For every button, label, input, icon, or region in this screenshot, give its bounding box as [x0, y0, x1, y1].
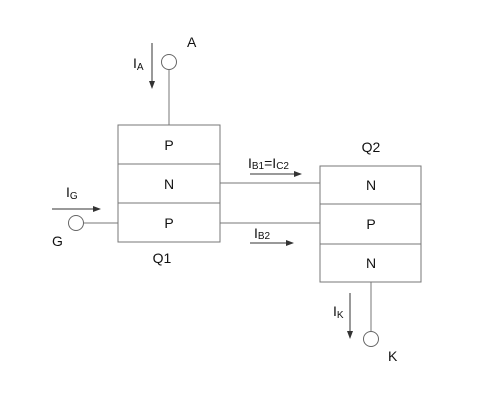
anode-node: [161, 54, 177, 70]
cathode-terminal: K: [363, 282, 398, 364]
q1-layer-n: [117, 163, 221, 204]
ig-sub: G: [70, 191, 78, 202]
q2-layer-n-top: [319, 165, 422, 205]
ib1-sub: B1: [252, 161, 265, 172]
q1-layer-p-bottom: [117, 202, 221, 243]
q1-label: Q1: [153, 250, 172, 266]
ib1-main: I: [248, 155, 252, 171]
ik-label: IK: [333, 303, 344, 321]
ia-sub: A: [137, 62, 144, 73]
ic2-sub: C2: [276, 161, 289, 172]
ia-label: IA: [133, 55, 144, 73]
ig-main: I: [66, 184, 70, 200]
ig-label: IG: [66, 184, 78, 202]
q2-layer-0-label: N: [366, 177, 376, 193]
ik-main: I: [333, 303, 337, 319]
gate-label: G: [52, 233, 63, 249]
q1-block: P N P Q1: [117, 124, 221, 266]
ib1-eq: =I: [264, 155, 276, 171]
ik-sub: K: [337, 310, 344, 321]
ib2-sub: B2: [258, 231, 271, 242]
q1-layer-1-label: N: [164, 176, 174, 192]
ib1-ic2-label: IB1=IC2: [248, 155, 289, 172]
gate-terminal: G: [52, 215, 118, 249]
q2-layer-n-bottom: [319, 243, 422, 283]
ib2-main: I: [254, 225, 258, 241]
q1-layer-p-top: [117, 124, 221, 165]
anode-label: A: [187, 34, 197, 50]
q2-layer-1-label: P: [366, 216, 375, 232]
ia-main: I: [133, 55, 137, 71]
q2-layer-2-label: N: [366, 255, 376, 271]
cathode-label: K: [388, 348, 398, 364]
q2-label: Q2: [362, 139, 381, 155]
ib2-label: IB2: [254, 225, 271, 242]
q1-layer-2-label: P: [164, 215, 173, 231]
cathode-node: [363, 331, 379, 347]
q1-layer-0-label: P: [164, 137, 173, 153]
q2-block: N P N Q2: [319, 139, 422, 283]
gate-node: [68, 215, 84, 231]
anode-terminal: A: [161, 34, 197, 125]
